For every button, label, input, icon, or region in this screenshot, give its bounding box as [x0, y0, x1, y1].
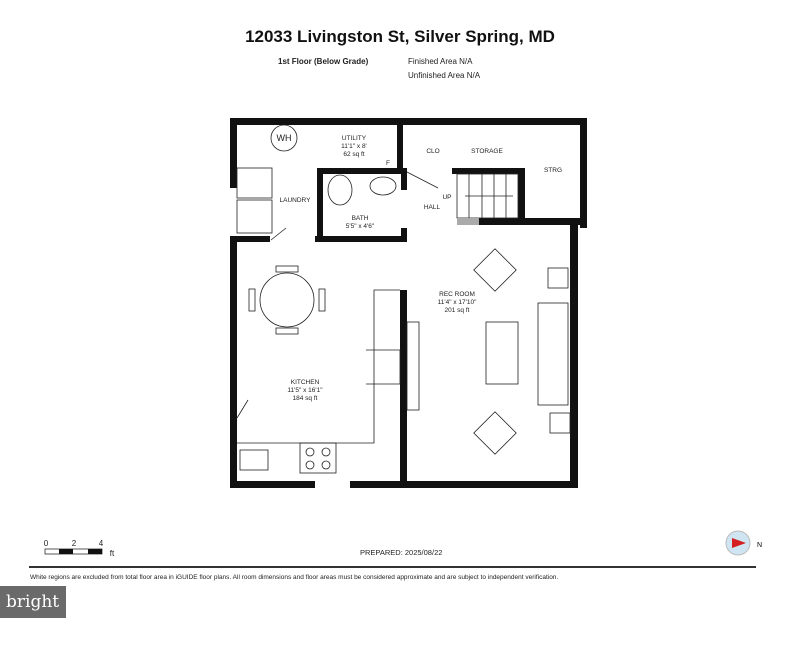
dining-table — [259, 272, 315, 328]
rec-room-label: REC ROOM — [439, 291, 475, 298]
scale-bar: 0 2 4 ft — [44, 539, 115, 558]
rec-room-area: 201 sq ft — [445, 307, 470, 314]
water-heater — [270, 124, 298, 152]
utility-area: 62 sq ft — [343, 151, 365, 158]
toilet-icon — [327, 174, 353, 206]
f-label: F — [386, 160, 390, 167]
floor-plan: WH UTILITY 11'1" x 8' 62 sq ft LAUNDRY B… — [44, 118, 762, 558]
compass-icon: N — [725, 530, 762, 556]
disclaimer: White regions are excluded from total fl… — [30, 574, 559, 581]
armchair — [473, 248, 517, 292]
stairs — [456, 173, 519, 219]
strg-label: STRG — [544, 167, 562, 174]
bath-label: BATH — [352, 215, 369, 222]
washer-dryer — [236, 199, 273, 234]
fixtures — [236, 124, 571, 474]
fireplace — [406, 321, 420, 411]
page-title: 12033 Livingston St, Silver Spring, MD — [245, 27, 555, 46]
utility-dims: 11'1" x 8' — [341, 143, 367, 150]
svg-text:4: 4 — [99, 539, 104, 548]
divider — [29, 566, 756, 568]
kitchen-label: KITCHEN — [291, 379, 320, 386]
storage-label: STORAGE — [471, 148, 503, 155]
svg-text:2: 2 — [72, 539, 77, 548]
armchair — [473, 411, 517, 455]
svg-text:ft: ft — [110, 549, 115, 558]
bath-dims: 5'5" x 4'6" — [346, 223, 375, 230]
coffee-table — [485, 321, 519, 385]
rec-room-dims: 11'4" x 17'10" — [438, 299, 477, 306]
kitchen-sink — [239, 449, 269, 471]
up-label: UP — [442, 194, 451, 201]
sink-icon — [369, 176, 397, 196]
prepared-date: PREPARED: 2025/08/22 — [360, 548, 443, 557]
laundry-label: LAUNDRY — [280, 197, 312, 204]
svg-text:N: N — [757, 542, 762, 549]
wh-label: WH — [277, 133, 292, 143]
stove-icon — [299, 442, 337, 474]
kitchen-area: 184 sq ft — [293, 395, 318, 402]
bright-mls-logo: bright MLS — [0, 586, 66, 641]
finished-area: Finished Area N/A — [408, 57, 473, 66]
floor-label: 1st Floor (Below Grade) — [278, 57, 369, 66]
clo-label: CLO — [426, 148, 439, 155]
unfinished-area: Unfinished Area N/A — [408, 71, 481, 80]
sofa — [537, 302, 569, 406]
hall-label: HALL — [424, 204, 441, 211]
svg-text:0: 0 — [44, 539, 49, 548]
walls — [230, 118, 587, 488]
kitchen-dims: 11'5" x 16'1" — [287, 387, 323, 394]
utility-label: UTILITY — [342, 135, 367, 142]
